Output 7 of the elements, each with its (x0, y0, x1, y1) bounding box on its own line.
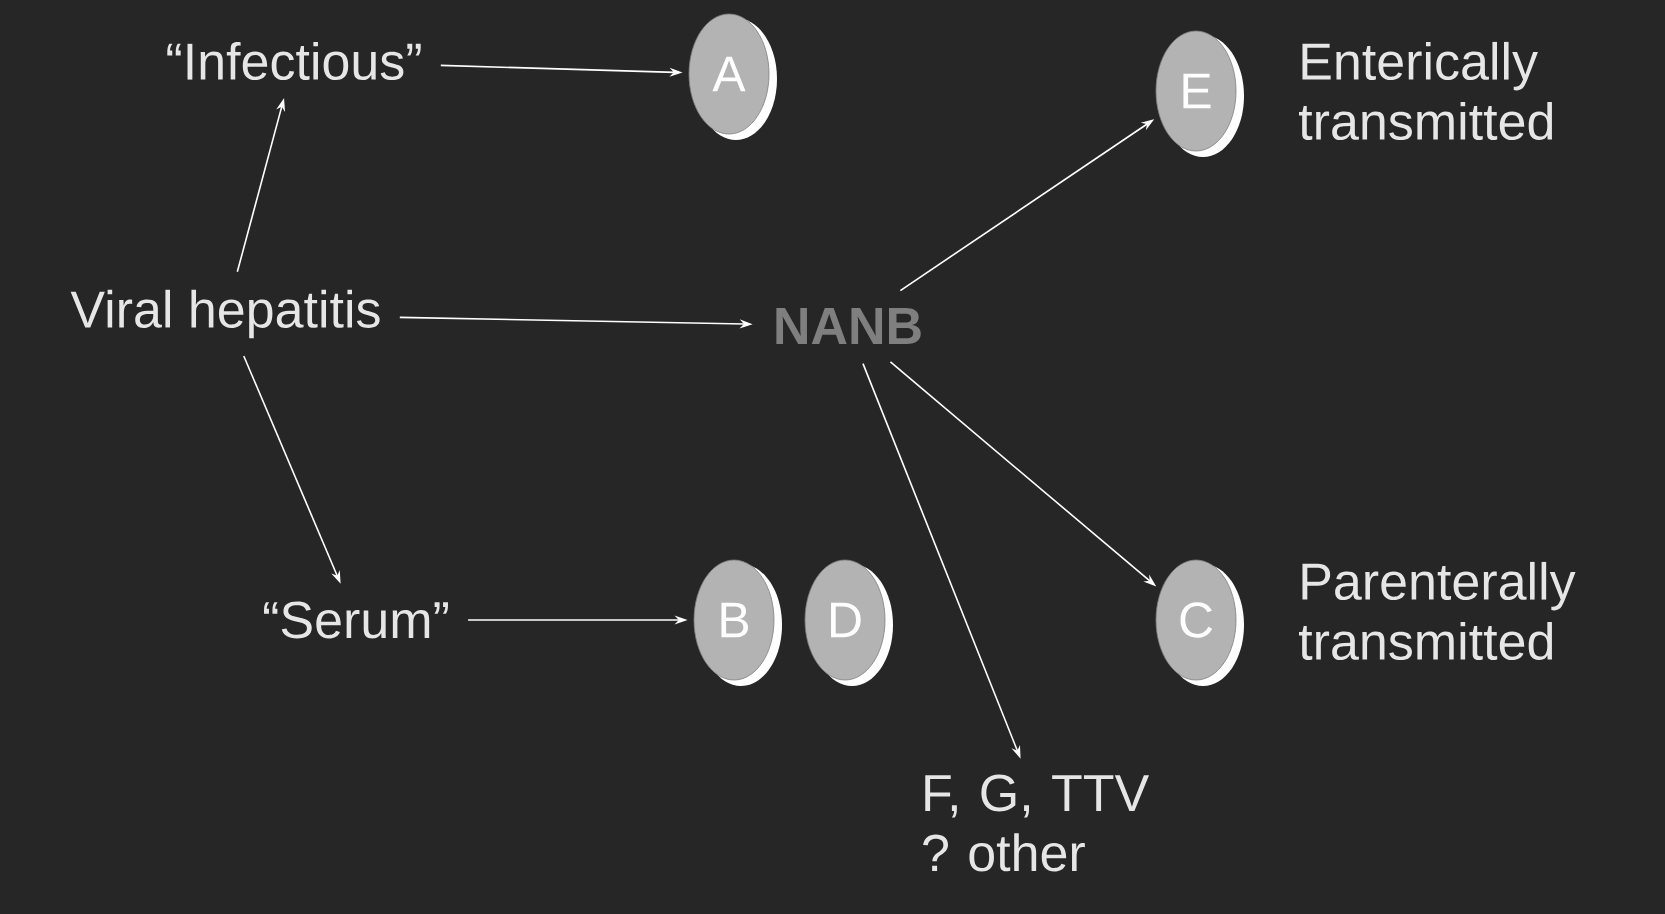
beside-text: Parenterally transmitted (1299, 561, 1576, 661)
text-label: Viral hepatitis (70, 289, 380, 339)
text-label: “Serum” (264, 601, 448, 639)
text-label: “Infectious” (167, 41, 421, 81)
beside-text: Enterically transmitted (1299, 41, 1553, 141)
bold-label: NANB (776, 308, 921, 344)
text-label: F, G, TTV ? other (923, 774, 1149, 872)
